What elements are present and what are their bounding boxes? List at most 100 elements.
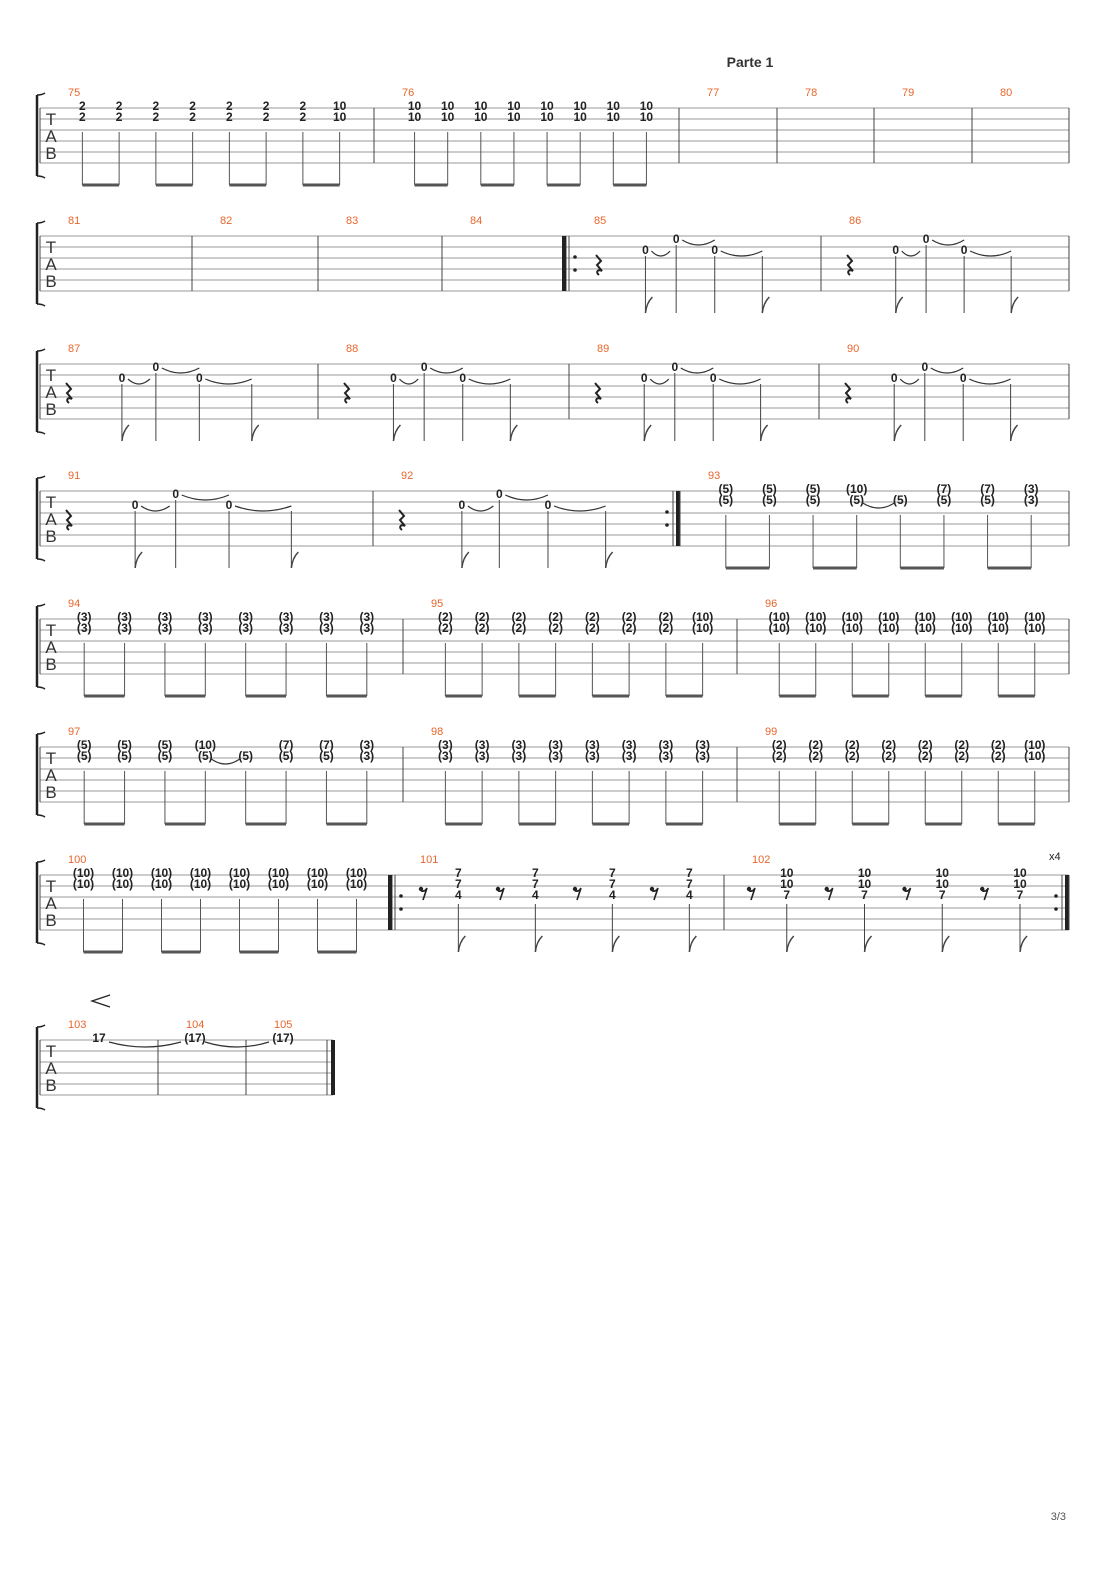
- measure: 98(3)(3)(3)(3)(3)(3)(3)(3)(3)(3)(3)(3)(3…: [402, 726, 710, 826]
- measure: 78: [776, 87, 817, 163]
- fret-number: (5): [718, 493, 733, 507]
- fret-number: (10): [346, 877, 367, 891]
- measure-number: 95: [431, 598, 443, 610]
- fret-number: (3): [117, 621, 132, 635]
- fret-number: (10): [846, 482, 867, 496]
- fret-number: 0: [226, 498, 233, 512]
- fret-number: (10): [229, 877, 250, 891]
- fret-number: (3): [512, 738, 527, 752]
- measure-number: 93: [708, 470, 720, 482]
- fret-number: 10: [780, 877, 794, 891]
- eighth-rest-dot: [572, 886, 578, 892]
- measure-number: 76: [402, 87, 414, 99]
- fret-number: (10): [73, 877, 94, 891]
- tab-system: TAB94(3)(3)(3)(3)(3)(3)(3)(3)(3)(3)(3)(3…: [35, 598, 1070, 698]
- tab-clef-letter: A: [45, 766, 57, 785]
- tie-arc: [901, 250, 921, 257]
- fret-number: 10: [441, 110, 455, 124]
- fret-number: 2: [153, 110, 160, 124]
- tab-clef-letter: A: [45, 255, 57, 274]
- eighth-rest: [904, 887, 912, 901]
- tab-clef-letter: B: [45, 527, 56, 546]
- fret-number: 7: [686, 866, 693, 880]
- tie-arc: [649, 378, 670, 385]
- tab-clef-letter: B: [45, 144, 56, 163]
- fret-number: 0: [960, 371, 967, 385]
- measure: 79: [873, 87, 914, 163]
- fret-number: (2): [918, 738, 933, 752]
- fret-number: (2): [438, 621, 453, 635]
- measure-number: 84: [470, 215, 482, 227]
- eighth-rest: [826, 887, 834, 901]
- fret-number: (3): [512, 749, 527, 763]
- fret-number: 10: [474, 110, 488, 124]
- bracket-hook: [36, 175, 46, 179]
- note-flag: [604, 551, 614, 569]
- fret-number: (5): [279, 749, 294, 763]
- fret-number: (5): [980, 493, 995, 507]
- fret-number: (2): [991, 738, 1006, 752]
- note-flag: [461, 551, 470, 569]
- tie-arc: [429, 367, 464, 374]
- quarter-rest: [844, 382, 852, 404]
- note-flag: [290, 551, 299, 569]
- fret-number: 10: [607, 99, 621, 113]
- fret-number: (3): [1024, 482, 1039, 496]
- measure: 80: [971, 87, 1012, 163]
- fret-number: 7: [455, 877, 462, 891]
- note-flag: [1010, 296, 1019, 314]
- quarter-rest: [595, 254, 603, 276]
- fret-number: (2): [881, 738, 896, 752]
- fret-number: 0: [923, 232, 930, 246]
- fret-number: (3): [1024, 493, 1039, 507]
- fret-number: (2): [659, 610, 674, 624]
- fret-number: 0: [641, 371, 648, 385]
- fret-number: (5): [762, 493, 777, 507]
- fret-number: 7: [686, 877, 693, 891]
- eighth-rest-dot: [649, 886, 655, 892]
- fret-number: (10): [229, 866, 250, 880]
- fret-number: 10: [858, 877, 872, 891]
- fret-number: (5): [849, 493, 864, 507]
- measure-number: 79: [902, 87, 914, 99]
- note-flag: [611, 935, 620, 953]
- fret-number: (10): [692, 610, 713, 624]
- fret-number: (2): [548, 610, 563, 624]
- fret-number: (3): [695, 738, 710, 752]
- measure: 100(10)(10)(10)(10)(10)(10)(10)(10)(10)(…: [68, 854, 367, 954]
- measure-number: 82: [220, 215, 232, 227]
- fret-number: (3): [475, 749, 490, 763]
- bracket-hook: [36, 686, 46, 690]
- fret-number: (17): [272, 1031, 293, 1045]
- fret-number: (3): [622, 738, 637, 752]
- tie-arc: [468, 378, 511, 385]
- fret-number: (3): [475, 738, 490, 752]
- fret-number: 2: [116, 110, 123, 124]
- fret-number: (3): [319, 610, 334, 624]
- tie-arc: [399, 378, 419, 385]
- fret-number: (10): [73, 866, 94, 880]
- tab-clef-letter: T: [46, 749, 56, 768]
- tie-arc: [651, 250, 671, 257]
- fret-number: (10): [988, 610, 1009, 624]
- fret-number: (2): [585, 621, 600, 635]
- tie-arc: [930, 367, 964, 374]
- fret-number: 7: [861, 888, 868, 902]
- fret-number: 7: [1017, 888, 1024, 902]
- eighth-rest-dot: [980, 886, 985, 892]
- fret-number: (2): [475, 610, 490, 624]
- fret-number: 2: [263, 110, 270, 124]
- fret-number: 10: [858, 866, 872, 880]
- tie-arc: [718, 378, 761, 385]
- measure-number: 80: [1000, 87, 1012, 99]
- fret-number: (3): [585, 749, 600, 763]
- fret-number: 10: [408, 110, 422, 124]
- bracket-hook: [36, 859, 46, 863]
- fret-number: (5): [806, 493, 821, 507]
- fret-number: (10): [769, 621, 790, 635]
- fret-number: (10): [190, 866, 211, 880]
- note-flag: [534, 935, 543, 953]
